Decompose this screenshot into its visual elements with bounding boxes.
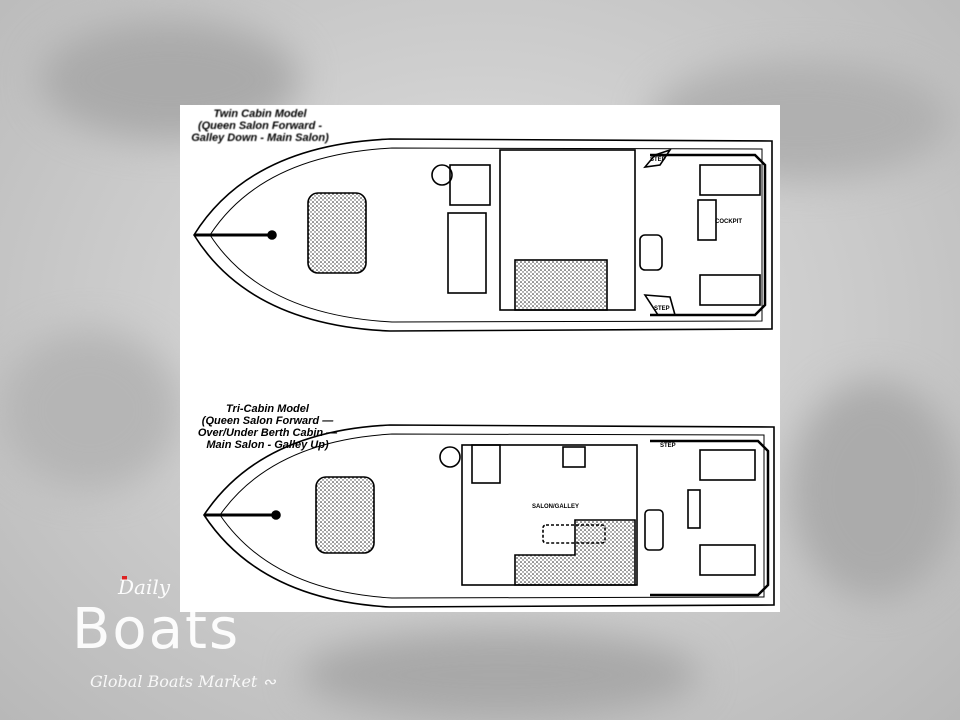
twin-cabin-hull [193, 138, 773, 332]
title-line: Tri-Cabin Model [226, 403, 309, 415]
watermark-daily: Daily [118, 575, 171, 599]
tri-cabin-hull [203, 424, 775, 608]
forward-berth [307, 192, 367, 274]
title-line: Galley Down - Main Salon) [191, 132, 329, 144]
tagline-text: Global Boats Market [90, 672, 258, 691]
title-line: Twin Cabin Model [213, 108, 307, 120]
title-line: Main Salon - Galley Up) [206, 439, 329, 451]
label-salon-galley: SALON/GALLEY [532, 504, 579, 510]
label-cockpit: COCKPIT [715, 219, 742, 225]
label-step-top: STEP [650, 157, 666, 163]
floor-plan-drawing: COCKPIT STEP STEP SALON/GALLEY STEP [193, 138, 775, 608]
background-blur [300, 630, 700, 720]
title-line: (Queen Salon Forward - [197, 120, 323, 132]
tri-cabin-title: Tri-Cabin Model (Queen Salon Forward — O… [180, 403, 355, 451]
flag-icon [122, 576, 127, 580]
label-step: STEP [660, 443, 676, 449]
watermark-boats: Boats [72, 597, 241, 662]
watermark-tagline: Global Boats Market ∾ [90, 672, 276, 692]
swirl-icon: ∾ [262, 672, 276, 691]
background-blur [0, 330, 180, 490]
floor-plan-image: COCKPIT STEP STEP SALON/GALLEY STEP Twin… [180, 105, 780, 612]
forward-berth [315, 476, 375, 554]
title-line: Over/Under Berth Cabin — [197, 427, 338, 439]
title-line: (Queen Salon Forward — [201, 415, 334, 427]
label-step-bottom: STEP [654, 306, 670, 312]
background-blur [790, 380, 960, 600]
salon-settee [514, 519, 636, 586]
twin-cabin-title: Twin Cabin Model (Queen Salon Forward - … [180, 108, 340, 144]
salon-settee [514, 259, 608, 311]
watermark-logo: Daily Boats Global Boats Market ∾ [70, 576, 330, 716]
